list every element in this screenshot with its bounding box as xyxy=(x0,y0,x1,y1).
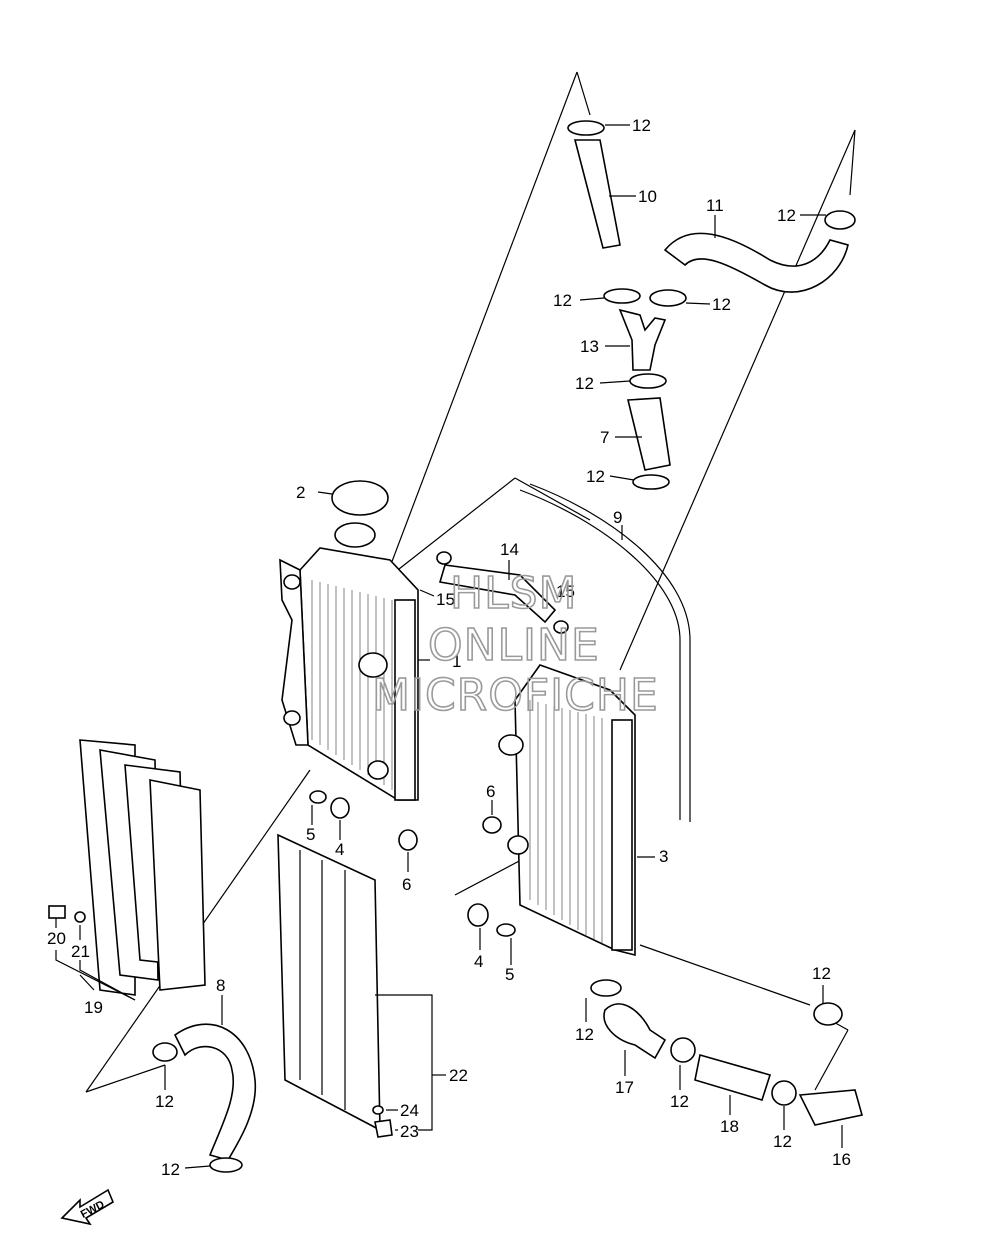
label-12l: 12 xyxy=(161,1160,180,1179)
label-12g: 12 xyxy=(812,964,831,983)
collar-6a xyxy=(398,829,418,851)
label-10: 10 xyxy=(638,187,657,206)
label-21: 21 xyxy=(71,942,90,961)
leader-lines xyxy=(55,124,843,1169)
label-12f: 12 xyxy=(586,467,605,486)
clip-20 xyxy=(48,905,66,919)
fwd-label: FWD xyxy=(79,1198,107,1220)
nut-21 xyxy=(74,911,86,923)
label-2: 2 xyxy=(296,483,305,502)
forward-arrow-icon: FWD xyxy=(60,1188,115,1226)
pipe-18 xyxy=(694,1053,772,1101)
label-12c: 12 xyxy=(553,291,572,310)
label-8: 8 xyxy=(216,976,225,995)
label-1: 1 xyxy=(452,652,461,671)
label-24: 24 xyxy=(400,1101,419,1120)
label-13: 13 xyxy=(580,337,599,356)
bolt-5b xyxy=(496,923,516,937)
hose-16 xyxy=(798,1089,864,1126)
label-12h: 12 xyxy=(575,1025,594,1044)
label-18: 18 xyxy=(720,1117,739,1136)
overflow-hose xyxy=(519,489,681,820)
label-12i: 12 xyxy=(670,1092,689,1111)
label-19: 19 xyxy=(84,998,103,1017)
y-joint xyxy=(618,308,667,371)
label-22: 22 xyxy=(449,1066,468,1085)
grommet-4a xyxy=(330,797,350,819)
hose-14 xyxy=(438,564,557,624)
label-5b: 5 xyxy=(505,965,514,984)
label-23: 23 xyxy=(400,1122,419,1141)
hose-10 xyxy=(573,139,621,249)
radiator-guard xyxy=(277,833,381,1132)
radiator-cap xyxy=(331,480,389,516)
label-12a: 12 xyxy=(632,116,651,135)
label-6a: 6 xyxy=(402,875,411,894)
watermark: HLSM ONLINE MICROFICHE xyxy=(371,567,659,722)
watermark-line-1: HLSM xyxy=(450,568,578,619)
label-14: 14 xyxy=(500,540,519,559)
hose-17 xyxy=(603,1003,667,1060)
label-20: 20 xyxy=(47,929,66,948)
label-12j: 12 xyxy=(773,1132,792,1151)
washer-24 xyxy=(372,1105,384,1115)
label-11: 11 xyxy=(706,196,724,215)
hose-7 xyxy=(626,397,671,471)
watermark-line-2: ONLINE xyxy=(428,620,600,671)
collar-6b xyxy=(482,816,502,834)
right-radiator xyxy=(498,664,636,957)
label-9: 9 xyxy=(613,508,622,527)
label-6b: 6 xyxy=(486,782,495,801)
watermark-line-3: MICROFICHE xyxy=(372,670,659,721)
grommet-4b xyxy=(467,903,489,927)
part-labels: 1 2 3 4 4 5 5 6 6 7 8 9 10 11 12 12 12 1… xyxy=(47,116,851,1179)
label-5a: 5 xyxy=(306,825,315,844)
label-15a: 15 xyxy=(436,590,455,609)
label-12b: 12 xyxy=(777,206,796,225)
label-12d: 12 xyxy=(712,295,731,314)
label-16: 16 xyxy=(832,1150,851,1169)
hose-clamps xyxy=(152,120,856,1173)
left-radiator xyxy=(279,547,419,801)
hose-8 xyxy=(173,1023,257,1161)
left-shroud xyxy=(79,739,206,996)
label-3: 3 xyxy=(659,847,668,866)
label-7: 7 xyxy=(600,428,609,447)
nut-23 xyxy=(374,1119,393,1138)
label-15b: 15 xyxy=(556,582,575,601)
label-12k: 12 xyxy=(155,1092,174,1111)
filler-neck xyxy=(334,522,376,548)
label-17: 17 xyxy=(615,1078,634,1097)
bolt-5a xyxy=(309,790,327,804)
hose-11 xyxy=(663,232,849,293)
label-4b: 4 xyxy=(474,952,483,971)
label-4a: 4 xyxy=(335,840,344,859)
label-12e: 12 xyxy=(575,374,594,393)
